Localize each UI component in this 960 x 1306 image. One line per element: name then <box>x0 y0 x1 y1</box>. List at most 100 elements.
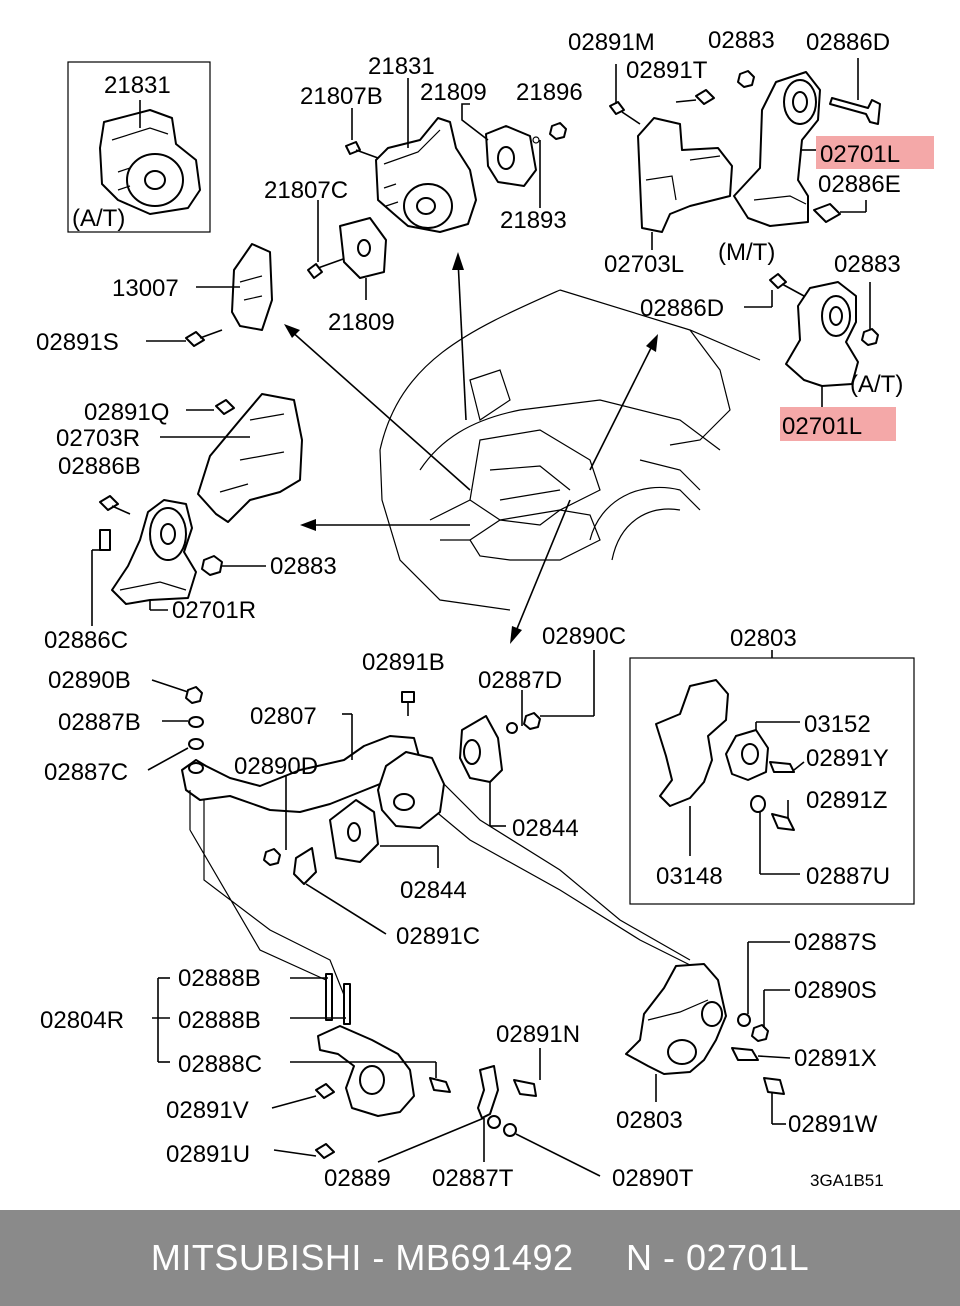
label-03148: 03148 <box>656 863 723 890</box>
label-02887U: 02887U <box>806 863 890 890</box>
label-02888B-b: 02888B <box>178 1007 261 1034</box>
bolt-02891Q <box>215 399 235 415</box>
bolt-02891N <box>513 1079 537 1097</box>
mount-02804R-group <box>152 973 601 1177</box>
label-02807: 02807 <box>250 703 317 730</box>
bolt-02891Y <box>769 761 795 773</box>
label-02891B: 02891B <box>362 649 445 676</box>
label-02887C: 02887C <box>44 759 128 786</box>
label-02891Y: 02891Y <box>806 745 889 772</box>
label-02883-b: 02883 <box>834 251 901 278</box>
label-02703L: 02703L <box>604 251 684 278</box>
nut-02890B <box>185 686 203 704</box>
mount-02803-inset-group <box>629 650 915 905</box>
label-02891Z: 02891Z <box>806 787 887 814</box>
mount-02844-a <box>377 751 445 829</box>
label-02891Q: 02891Q <box>84 399 169 426</box>
washer-02887S <box>737 1013 751 1027</box>
label-02890T: 02890T <box>612 1165 694 1192</box>
bolt-02886C <box>99 529 111 551</box>
label-02891U: 02891U <box>166 1141 250 1168</box>
bolt-02888C <box>429 1077 451 1093</box>
crossmember-group <box>147 650 701 1011</box>
bracket-13007-group <box>146 243 273 347</box>
label-02844-a: 02844 <box>512 815 579 842</box>
label-02803-bot: 02803 <box>616 1107 683 1134</box>
label-02891S: 02891S <box>36 329 119 356</box>
diagram-code: 3GA1B51 <box>810 1171 884 1190</box>
label-02891V: 02891V <box>166 1097 249 1124</box>
label-02803-box: 02803 <box>730 625 797 652</box>
nut-02883-left <box>201 555 223 576</box>
label-21809-bot: 21809 <box>328 309 395 336</box>
highlight-02701L-at <box>780 407 896 441</box>
callout-arrows <box>284 252 658 644</box>
at-mount-02701L-group <box>744 273 879 410</box>
bolt-02891U <box>315 1143 335 1159</box>
label-02891C: 02891C <box>396 923 480 950</box>
label-02883-c: 02883 <box>270 553 337 580</box>
label-02703R: 02703R <box>56 425 140 452</box>
label-21807B: 21807B <box>300 83 383 110</box>
label-02887S: 02887S <box>794 929 877 956</box>
bolt-02886D-at <box>769 273 787 289</box>
nut-02883-top <box>737 70 755 88</box>
engine-bay-outline <box>379 289 761 611</box>
bracket-03148 <box>655 679 729 807</box>
stud-02888B-a <box>325 973 333 1021</box>
mount-02701L-at <box>785 281 859 387</box>
washer-02887T <box>487 1115 501 1129</box>
label-21809-top: 21809 <box>420 79 487 106</box>
washer-02887U <box>750 795 766 813</box>
label-21896: 21896 <box>516 79 583 106</box>
mount-21831-group <box>307 78 567 300</box>
nut-02890T <box>503 1123 517 1137</box>
label-at-box: (A/T) <box>72 205 125 232</box>
label-02883-a: 02883 <box>708 27 775 54</box>
bracket-02703L <box>637 117 733 233</box>
label-02804R: 02804R <box>40 1007 124 1034</box>
label-02889: 02889 <box>324 1165 391 1192</box>
label-13007: 13007 <box>112 275 179 302</box>
washer-02887C <box>188 738 204 750</box>
label-02891M: 02891M <box>568 29 655 56</box>
mount-02803-lower <box>625 963 727 1075</box>
footer-bar: MITSUBISHI - MB691492 N - 02701L <box>0 1210 960 1306</box>
pad-02844 <box>459 715 503 783</box>
label-02887D: 02887D <box>478 667 562 694</box>
label-02891W: 02891W <box>788 1111 878 1138</box>
bolt-02886E <box>813 203 841 223</box>
label-02701L-mt: 02701L <box>820 141 900 168</box>
label-02886C: 02886C <box>44 627 128 654</box>
bolt-02891Z <box>771 813 795 831</box>
stud-02888B-b <box>343 983 351 1025</box>
mt-mount-group <box>609 58 881 250</box>
right-mount-group <box>91 393 303 626</box>
bolt-02891V <box>315 1083 335 1099</box>
stay-02889 <box>477 1065 499 1119</box>
crossmember-02807 <box>181 735 421 813</box>
nut-02890D <box>263 848 281 866</box>
bracket-13007 <box>231 243 273 331</box>
mount-21831-at-group <box>67 61 211 233</box>
nut-02890S <box>751 1024 769 1042</box>
label-02888B-a: 02888B <box>178 965 261 992</box>
bolt-02891W <box>763 1077 785 1095</box>
label-02844-b: 02844 <box>400 877 467 904</box>
footer-text: MITSUBISHI - MB691492 N - 02701L <box>150 1237 810 1278</box>
label-02890D: 02890D <box>234 753 318 780</box>
label-21893: 21893 <box>500 207 567 234</box>
part-labels: 21831 (A/T) 21831 21807B 21809 21896 218… <box>36 27 903 1192</box>
label-21807C: 21807C <box>264 177 348 204</box>
bolt-02886D-top <box>829 97 881 125</box>
label-21831-box: 21831 <box>104 72 171 99</box>
inset-box-21831 <box>67 61 211 233</box>
highlight-02701L-mt <box>816 136 934 169</box>
label-mt: (M/T) <box>718 239 775 266</box>
bolt-02891T <box>695 89 715 105</box>
engine-mount-diagram: 21831 (A/T) 21831 21807B 21809 21896 218… <box>36 27 934 1192</box>
label-02886D-b: 02886D <box>640 295 724 322</box>
bolt-02891B <box>401 691 415 703</box>
label-02701L-at: 02701L <box>782 413 862 440</box>
label-at-right: (A/T) <box>850 371 903 398</box>
